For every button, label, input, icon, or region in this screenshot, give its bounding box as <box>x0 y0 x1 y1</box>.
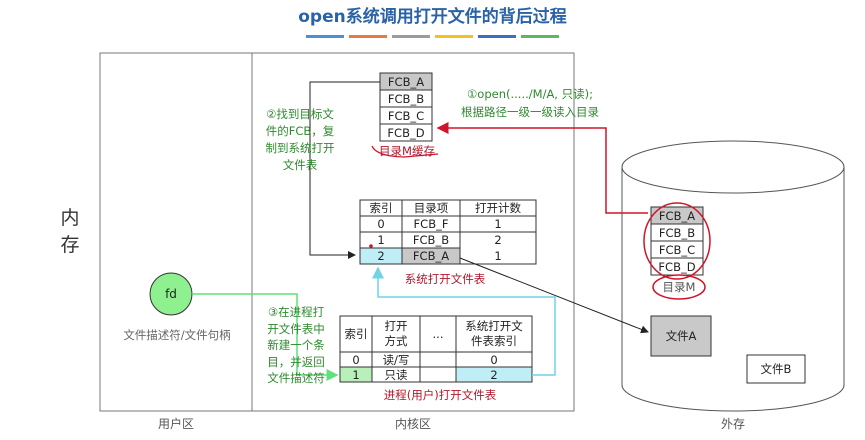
title-color-bar <box>478 35 516 38</box>
system-table-cell: FCB_B <box>412 233 450 247</box>
descriptor-label: 文件描述符/文件句柄 <box>123 328 231 342</box>
file-b-label: 文件B <box>760 362 792 376</box>
zone-kernel-label: 内核区 <box>394 416 431 431</box>
system-table-header: 打开计数 <box>475 201 521 215</box>
process-table-header: 索引 <box>344 327 368 341</box>
step2-line: 制到系统打开 <box>265 141 335 155</box>
arrow-process-to-system <box>372 266 556 376</box>
step1-line2: 根据路径一级一级读入目录 <box>461 105 599 119</box>
process-table-header: ... <box>432 327 444 341</box>
title-color-bar <box>306 35 344 38</box>
system-table-cell: 2 <box>494 233 502 247</box>
dir-cache-entry: FCB_B <box>387 91 425 106</box>
process-table-cell: 0 <box>352 352 360 367</box>
fd-label: fd <box>165 287 177 301</box>
annotation-circle-disk-dir <box>643 202 711 280</box>
process-table-cell: 1 <box>352 367 360 382</box>
system-table-cell: 1 <box>377 233 385 247</box>
annotation-circle-dir-label <box>652 274 706 300</box>
system-table-cell: 1 <box>494 249 502 263</box>
title-color-bar <box>435 35 473 38</box>
arrow-fcb-to-file-a <box>459 257 649 334</box>
dir-cache-entry: FCB_D <box>387 125 425 140</box>
annotation-dot <box>369 244 373 248</box>
dir-cache-label: 目录M缓存 <box>379 144 435 158</box>
disk-dir-entry: FCB_B <box>658 225 696 240</box>
arrow-fcb-to-system-table <box>309 81 380 259</box>
annotation-underline-cache <box>371 145 439 158</box>
system-table-cell: FCB_A <box>412 249 450 263</box>
step3-line: ③在进程打 <box>267 305 325 319</box>
arrow-disk-to-cache <box>436 122 648 214</box>
system-table-label: 系统打开文件表 <box>404 272 486 286</box>
step3-line: 开文件表中 <box>267 321 325 336</box>
disk-dir-entry: FCB_A <box>658 208 696 223</box>
process-table-cell: 只读 <box>384 367 408 382</box>
dir-cache-entry: FCB_C <box>387 108 425 123</box>
step2-line: 文件表 <box>282 158 318 172</box>
system-table-cell: 1 <box>494 217 502 231</box>
file-a-label: 文件A <box>665 329 697 343</box>
system-table-cell: 0 <box>377 217 385 231</box>
step2-line: 件的FCB，复 <box>265 124 335 138</box>
title-color-bar <box>392 35 430 38</box>
step1-line1: ①open(...../M/A, 只读); <box>467 87 593 101</box>
disk-dir-entry: FCB_C <box>658 242 696 257</box>
title-color-bar <box>521 35 559 38</box>
system-table-cell: FCB_F <box>413 217 449 231</box>
process-table-cell: 0 <box>490 352 498 367</box>
memory-box <box>99 52 575 412</box>
disk-dir-entry: FCB_D <box>658 259 696 274</box>
arrow-fd-to-process <box>192 293 339 381</box>
title-color-bar <box>349 35 387 38</box>
step3-line: 目，并返回 <box>267 354 325 369</box>
system-table-header: 索引 <box>369 201 393 215</box>
process-table-header: 打开 方式 <box>384 319 408 348</box>
zone-external-label: 外存 <box>720 416 745 431</box>
process-table-label: 进程(用户)打开文件表 <box>383 388 497 402</box>
step3-text: ③在进程打 开文件表中 新建一个条 目，并返回 文件描述符 <box>258 304 334 387</box>
file-b-box <box>746 354 806 384</box>
disk-dir-table <box>650 206 704 276</box>
system-table-grid <box>359 199 537 265</box>
system-table-header: 目录项 <box>413 201 449 215</box>
dir-cache-table <box>379 72 433 142</box>
process-table-grid <box>339 315 533 383</box>
step3-line: 新建一个条 <box>267 338 325 352</box>
zone-user-label: 用户区 <box>157 416 194 431</box>
process-table-cell: 2 <box>490 367 498 382</box>
disk-cylinder <box>621 140 845 412</box>
step2-line: ②找到目标文 <box>266 107 334 121</box>
disk-dir-label: 目录M <box>662 280 696 294</box>
step3-line: 文件描述符 <box>267 371 325 385</box>
step2-text: ②找到目标文 件的FCB，复 制到系统打开 文件表 <box>258 106 342 174</box>
system-table-cell: 2 <box>377 249 385 263</box>
process-table-header: 系统打开文 件表索引 <box>465 319 523 348</box>
memory-label: 内 存 <box>60 207 80 256</box>
page-title: open系统调用打开文件的背后过程 <box>298 7 567 27</box>
file-a-box <box>650 315 712 357</box>
process-table-cell: 读/写 <box>382 352 410 367</box>
dir-cache-entry: FCB_A <box>387 74 425 89</box>
